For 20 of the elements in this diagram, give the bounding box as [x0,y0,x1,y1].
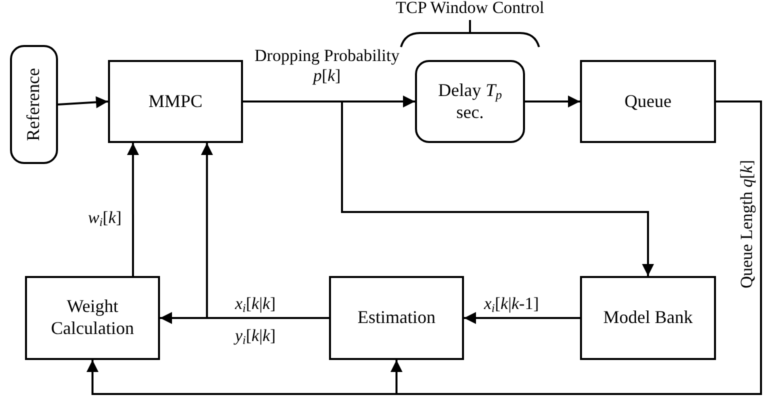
signal-label: y$_{i}$[k|k] [235,326,276,346]
edge-label: Dropping Probability p[k] [254,46,400,87]
arrow [58,96,108,108]
process-box: Queue [580,60,716,143]
process-box: Model Bank [580,276,716,360]
process-box: Estimation [329,276,464,360]
arrow [525,96,580,108]
edge-label: w$_{i}$[k] [88,208,122,228]
rounded-box: Delay T$_{p}$ sec. [415,60,525,143]
process-box: Weight Calculation [25,276,160,360]
arrow [126,143,139,276]
arrow [200,143,329,319]
edge-label: x$_{i}$[k|k] [235,294,276,314]
process-box: MMPC [108,60,243,143]
arrow [390,100,762,395]
edge-label: Queue Length q[k] [737,160,758,288]
rounded-box: Reference [10,45,58,164]
edge-label: x$_{i}$[k|k-1] [484,294,539,314]
bracket-label: TCP Window Control [394,0,546,18]
arrow [464,312,580,324]
